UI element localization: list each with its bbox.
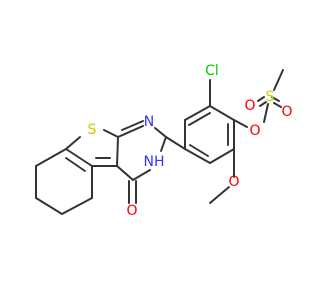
- bond: [154, 127, 167, 138]
- atom-label-o-carbonyl: O: [126, 203, 137, 219]
- atom-label-o-sulfonyl-right: O: [281, 104, 292, 120]
- bond: [184, 148, 211, 164]
- atom-label-n-imine: N: [144, 114, 154, 130]
- bond: [273, 69, 284, 91]
- bond: [35, 148, 67, 167]
- bond: [117, 125, 144, 138]
- bond: [160, 136, 167, 152]
- bond: [65, 148, 93, 167]
- bond-layer: [35, 69, 284, 215]
- bond: [184, 105, 211, 121]
- bond: [259, 101, 267, 107]
- bond: [233, 119, 248, 128]
- bond: [65, 136, 81, 150]
- atom-label-o-sulfonyl-left: O: [244, 98, 255, 114]
- molecule-structure: S N NH O Cl O S O O O: [35, 63, 293, 219]
- bond: [209, 105, 235, 121]
- atom-label-layer: S N NH O Cl O S O O O: [88, 63, 293, 219]
- atom-label-cl: Cl: [205, 63, 219, 79]
- bond: [263, 103, 269, 123]
- bond: [189, 144, 209, 157]
- bond: [188, 112, 211, 126]
- bond: [116, 165, 134, 181]
- bond: [165, 136, 186, 150]
- bond: [121, 120, 144, 131]
- atom-label-nh: NH: [144, 154, 165, 170]
- bond: [61, 197, 93, 215]
- atom-label-o-ester: O: [249, 123, 260, 139]
- bond: [35, 197, 63, 215]
- atom-label-o-methoxy: O: [228, 174, 239, 190]
- bond: [65, 157, 86, 172]
- atom-label-s-sulfonyl: S: [266, 89, 275, 105]
- bond: [116, 136, 119, 167]
- bond: [132, 169, 151, 181]
- bond: [271, 96, 280, 102]
- bond: [273, 102, 282, 108]
- atom-label-s-ring: S: [88, 122, 97, 138]
- bond: [257, 96, 265, 102]
- bond: [209, 148, 235, 164]
- bond: [103, 129, 119, 138]
- bond: [209, 186, 230, 204]
